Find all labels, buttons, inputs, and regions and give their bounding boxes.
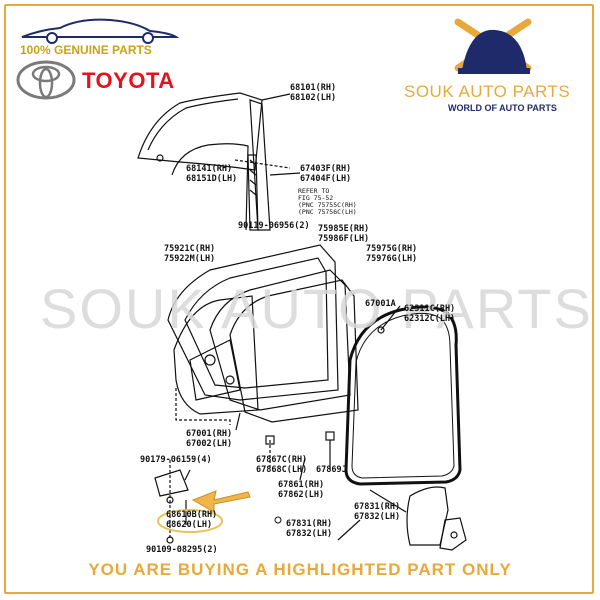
shop-tagline: WORLD OF AUTO PARTS — [448, 103, 557, 113]
door-hinge — [154, 469, 189, 497]
label-75975: 75975G(RH) — [366, 244, 418, 254]
label-75986: 75986F(LH) — [318, 234, 370, 244]
car-silhouette-icon — [21, 18, 180, 44]
label-67868: 67868C(LH) — [256, 465, 308, 475]
label-67001: 67001(RH) — [186, 429, 233, 439]
label-90109: 90109-08295(2) — [146, 545, 218, 555]
label-75976: 75976G(LH) — [366, 254, 418, 264]
toyota-logo-icon — [16, 60, 76, 100]
label-68102: 68102(LH) — [290, 93, 337, 103]
label-67831-lower: 67831(RH) — [286, 519, 333, 529]
label-67867: 67867C(RH) — [256, 455, 308, 465]
label-67404: 67404F(LH) — [300, 174, 352, 184]
label-67869: 67869J — [316, 465, 347, 475]
label-68141: 68141(RH) — [186, 164, 233, 174]
label-67831-upper: 67831(RH) — [354, 502, 401, 512]
glass-run-channel — [249, 99, 271, 231]
label-68151: 68151D(LH) — [186, 174, 238, 184]
label-67832-upper: 67832(LH) — [354, 512, 401, 522]
label-67403: 67403F(RH) — [300, 164, 352, 174]
watermark-text: SOUK AUTO PARTS — [40, 277, 593, 340]
door-weatherstrip — [344, 305, 462, 486]
refer-note-4: (PNC 75756C(LH) — [298, 208, 357, 216]
highlight-arrow — [191, 490, 251, 513]
label-62311: 62311C(RH) — [404, 304, 456, 314]
door-shell — [173, 295, 259, 415]
label-68620: 68620(LH) — [166, 520, 213, 530]
label-67001a: 67001A — [365, 299, 396, 309]
genuine-parts-text: 100% GENUINE PARTS — [20, 43, 152, 57]
label-90179: 90179-06159(4) — [140, 455, 212, 465]
label-67832-lower: 67832(LH) — [286, 529, 333, 539]
highlight-oval — [157, 509, 223, 533]
label-68610: 68610B(RH) — [166, 510, 218, 520]
toyota-brand-text: TOYOTA — [82, 68, 175, 93]
label-67002: 67002(LH) — [186, 439, 233, 449]
label-67861: 67861(RH) — [278, 480, 325, 490]
refer-note-2: FIG 75-52 — [298, 194, 334, 202]
image-frame — [4, 4, 594, 594]
label-67862: 67862(LH) — [278, 490, 325, 500]
door-glass-shape — [137, 92, 263, 171]
refer-note-1: REFER TO — [298, 187, 330, 195]
label-75985: 75985E(RH) — [318, 224, 370, 234]
label-90119: 90119-06956(2) — [238, 221, 310, 231]
door-frame-outer — [167, 244, 339, 401]
footer-notice: YOU ARE BUYING A HIGHLIGHTED PART ONLY — [88, 560, 512, 579]
label-75921: 75921C(RH) — [164, 244, 216, 254]
label-68101: 68101(RH) — [290, 83, 337, 93]
label-62312: 62312C(LH) — [404, 314, 456, 324]
label-75922: 75922M(LH) — [164, 254, 216, 264]
shop-name: SOUK AUTO PARTS — [404, 82, 571, 101]
helmet-icon — [462, 29, 527, 70]
refer-note-3: (PNC 75755C(RH) — [298, 201, 357, 209]
